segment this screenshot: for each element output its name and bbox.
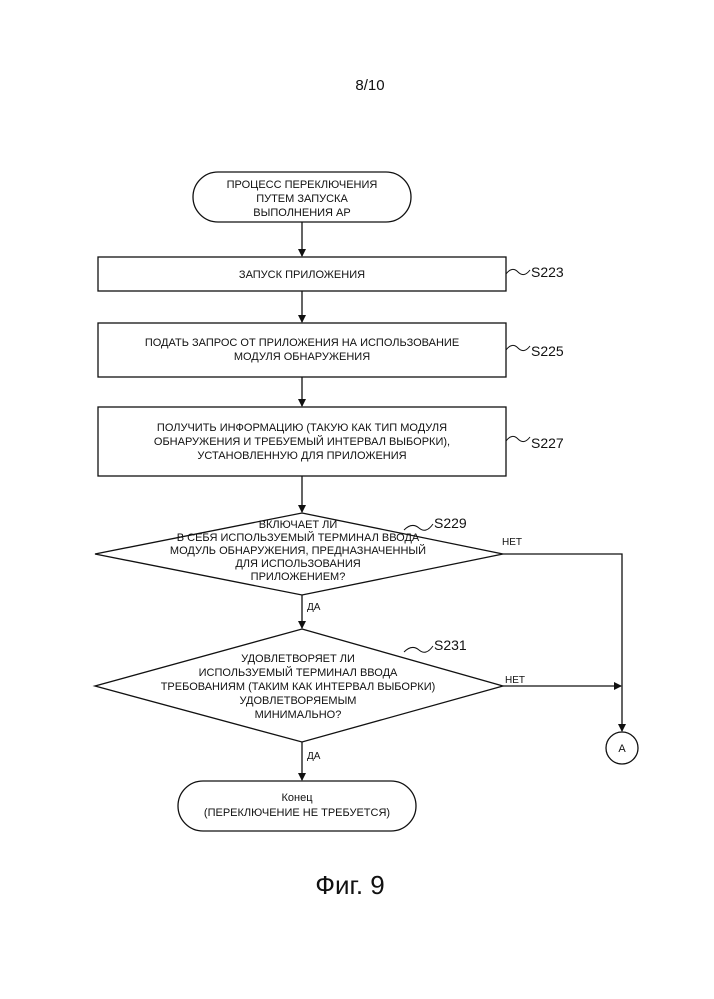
yes-label: ДА	[307, 602, 321, 613]
start-line: ПРОЦЕСС ПЕРЕКЛЮЧЕНИЯ	[227, 179, 378, 191]
process-step-s227: ПОЛУЧИТЬ ИНФОРМАЦИЮ (ТАКУЮ КАК ТИП МОДУЛ…	[98, 407, 564, 476]
decision-s229: ВКЛЮЧАЕТ ЛИ В СЕБЯ ИСПОЛЬЗУЕМЫЙ ТЕРМИНАЛ…	[95, 513, 522, 613]
decision-s231: УДОВЛЕТВОРЯЕТ ЛИ ИСПОЛЬЗУЕМЫЙ ТЕРМИНАЛ В…	[95, 629, 525, 762]
step-id: S227	[531, 435, 564, 451]
connector-a: A	[606, 732, 638, 764]
page-number: 8/10	[355, 77, 384, 94]
step-text: УСТАНОВЛЕННУЮ ДЛЯ ПРИЛОЖЕНИЯ	[197, 450, 406, 462]
decision-id: S231	[434, 637, 467, 653]
end-terminal: Конец (ПЕРЕКЛЮЧЕНИЕ НЕ ТРЕБУЕТСЯ)	[178, 781, 416, 831]
step-text: МОДУЛЯ ОБНАРУЖЕНИЯ	[234, 351, 370, 363]
decision-id: S229	[434, 515, 467, 531]
step-text: ЗАПУСК ПРИЛОЖЕНИЯ	[239, 269, 365, 281]
figure-caption: Фиг. 9	[315, 870, 385, 900]
decision-text: ПРИЛОЖЕНИЕМ?	[251, 571, 346, 583]
step-id: S223	[531, 264, 564, 280]
step-id: S225	[531, 343, 564, 359]
decision-text: МОДУЛЬ ОБНАРУЖЕНИЯ, ПРЕДНАЗНАЧЕННЫЙ	[170, 544, 426, 557]
decision-text: ТРЕБОВАНИЯМ (ТАКИМ КАК ИНТЕРВАЛ ВЫБОРКИ)	[161, 681, 436, 693]
decision-text: МИНИМАЛЬНО?	[255, 709, 342, 721]
connector-label: A	[618, 743, 626, 755]
start-line: ПУТЕМ ЗАПУСКА	[256, 193, 348, 205]
end-line: (ПЕРЕКЛЮЧЕНИЕ НЕ ТРЕБУЕТСЯ)	[204, 807, 390, 819]
decision-text: В СЕБЯ ИСПОЛЬЗУЕМЫЙ ТЕРМИНАЛ ВВОДА	[177, 531, 420, 544]
start-line: ВЫПОЛНЕНИЯ АР	[253, 207, 350, 219]
decision-text: ВКЛЮЧАЕТ ЛИ	[259, 519, 338, 531]
decision-text: ИСПОЛЬЗУЕМЫЙ ТЕРМИНАЛ ВВОДА	[199, 666, 398, 679]
no-label: НЕТ	[505, 675, 525, 686]
yes-label: ДА	[307, 751, 321, 762]
decision-text: УДОВЛЕТВОРЯЕТ ЛИ	[241, 653, 355, 665]
step-text: ПОДАТЬ ЗАПРОС ОТ ПРИЛОЖЕНИЯ НА ИСПОЛЬЗОВ…	[145, 337, 459, 349]
no-label: НЕТ	[502, 537, 522, 548]
process-step-s223: ЗАПУСК ПРИЛОЖЕНИЯ S223	[98, 257, 564, 291]
decision-text: УДОВЛЕТВОРЯЕМЫМ	[240, 695, 357, 707]
start-terminal: ПРОЦЕСС ПЕРЕКЛЮЧЕНИЯ ПУТЕМ ЗАПУСКА ВЫПОЛ…	[193, 172, 411, 222]
process-step-s225: ПОДАТЬ ЗАПРОС ОТ ПРИЛОЖЕНИЯ НА ИСПОЛЬЗОВ…	[98, 323, 564, 377]
step-text: ПОЛУЧИТЬ ИНФОРМАЦИЮ (ТАКУЮ КАК ТИП МОДУЛ…	[157, 422, 447, 434]
no-branch-line	[503, 554, 622, 731]
end-line: Конец	[281, 792, 313, 804]
decision-text: ДЛЯ ИСПОЛЬЗОВАНИЯ	[235, 558, 360, 570]
step-text: ОБНАРУЖЕНИЯ И ТРЕБУЕМЫЙ ИНТЕРВАЛ ВЫБОРКИ…	[154, 435, 450, 448]
